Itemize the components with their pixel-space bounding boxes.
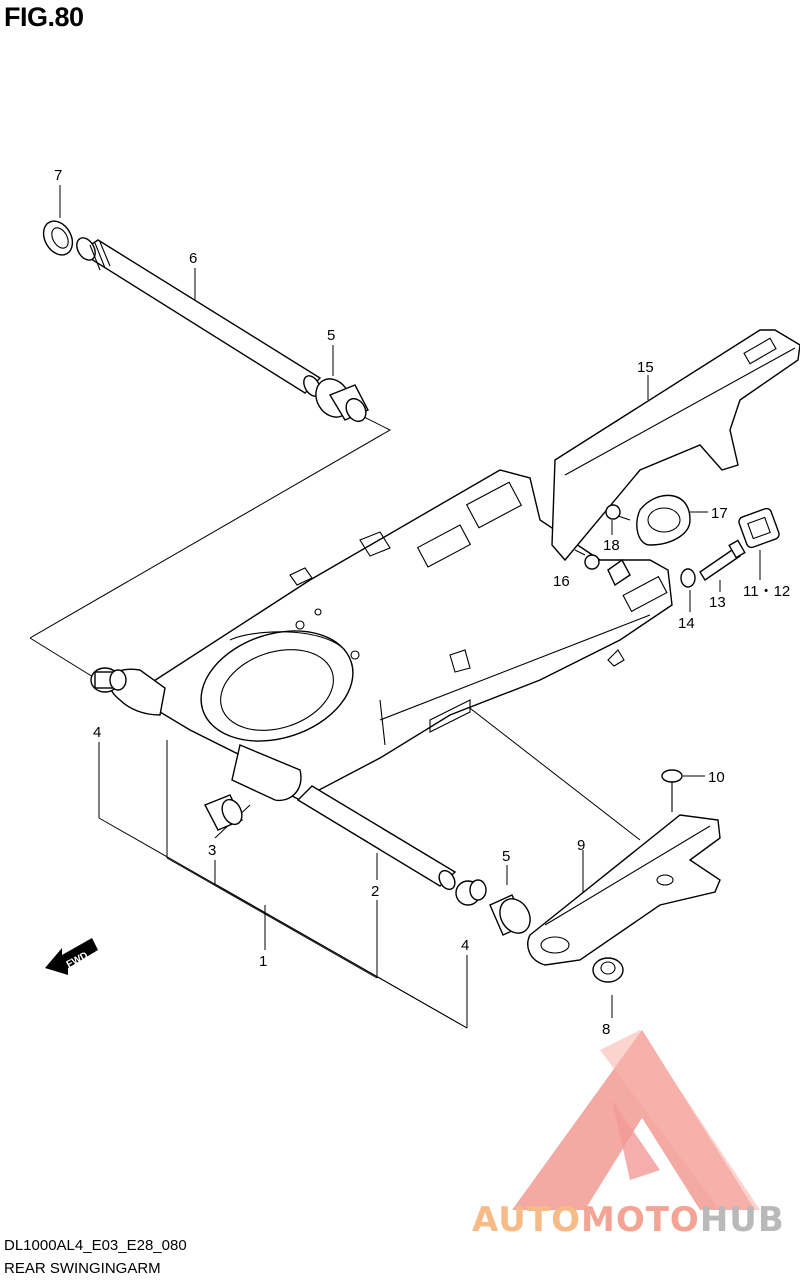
callout-13: 13: [709, 594, 726, 611]
callout-14: 14: [678, 615, 695, 632]
bolt-18-part: [605, 504, 631, 521]
callout-17: 17: [711, 505, 728, 522]
callout-16: 16: [553, 573, 570, 590]
callout-8: 8: [602, 1021, 610, 1038]
callout-4-upper: 4: [93, 724, 101, 741]
callout-2: 2: [371, 883, 379, 900]
callout-11-12: 11・12: [743, 583, 790, 600]
callout-7: 7: [54, 167, 62, 184]
callout-9: 9: [577, 837, 585, 854]
chain-adjuster-11-12-part: [738, 507, 780, 549]
nut-8-part: [592, 957, 624, 983]
watermark-part-moto: MOTO: [580, 1200, 700, 1240]
collar-upper-part: [315, 378, 369, 423]
callout-5-upper: 5: [327, 327, 335, 344]
bearing-4a-part: [90, 667, 127, 693]
collar-lower-part: [489, 894, 531, 936]
chain-slider-part: [527, 814, 721, 966]
adjuster-bolt-13-part: [699, 539, 746, 581]
washer-14-part: [680, 568, 696, 588]
bearing-3-part: [204, 794, 243, 831]
pivot-shaft-part: [76, 237, 322, 397]
screw-10-part: [661, 769, 683, 812]
watermark-part-auto: AUTO: [472, 1200, 581, 1240]
diagram-code: DL1000AL4_E03_E28_080: [4, 1237, 187, 1254]
swingarm-body-part: [108, 469, 673, 802]
callout-6: 6: [189, 250, 197, 267]
watermark-brand: AUTOMOTOHUB: [472, 1200, 785, 1240]
callout-3: 3: [208, 842, 216, 859]
bearing-4b-part: [455, 879, 487, 906]
figure-title: FIG.80: [4, 2, 84, 32]
spacer-pipe-part: [296, 785, 457, 891]
callout-18: 18: [603, 537, 620, 554]
axle-nut-part: [42, 220, 74, 256]
bolt-16-part: [574, 549, 600, 570]
forward-direction-arrow-icon: FWD: [45, 938, 98, 975]
watermark-part-hub: HUB: [699, 1200, 785, 1240]
callout-4-lower: 4: [461, 937, 469, 954]
diagram-name: REAR SWINGINGARM: [4, 1260, 161, 1277]
callout-1: 1: [259, 953, 267, 970]
chain-case-part: [551, 329, 800, 562]
callout-10: 10: [708, 769, 725, 786]
chain-case-bracket-part: [636, 494, 691, 546]
leader-lines: [29, 185, 761, 1029]
callout-5-lower: 5: [502, 848, 510, 865]
small-bracket-part: [607, 558, 631, 587]
callout-15: 15: [637, 359, 654, 376]
watermark-logo-icon: [512, 1030, 760, 1210]
